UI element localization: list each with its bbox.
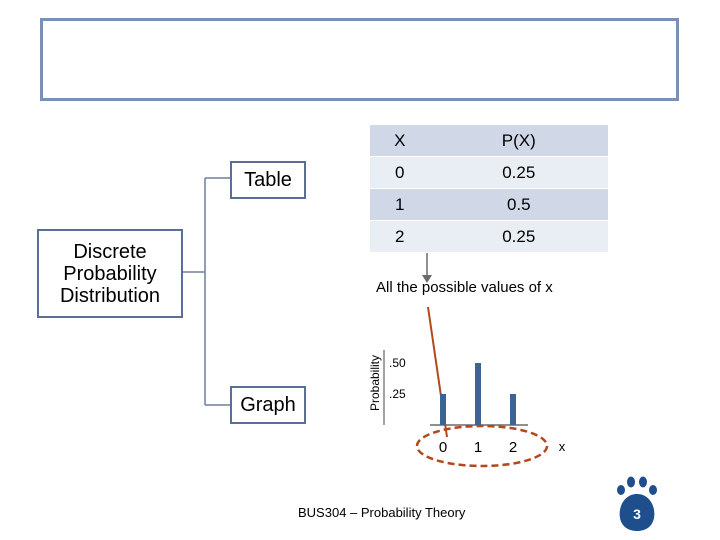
paw-logo-icon: 3 [617, 476, 657, 531]
cell-px: 0.25 [429, 156, 608, 189]
slide-number: 3 [633, 506, 641, 522]
x-tick-label: 1 [474, 439, 482, 456]
footer-text: BUS304 – Probability Theory [298, 505, 466, 520]
root-line-1: Discrete [73, 240, 147, 263]
y-tick-label: .25 [389, 387, 406, 401]
header-px: P(X) [429, 125, 608, 157]
cell-px: 0.25 [429, 220, 608, 253]
x-values-highlight [415, 424, 549, 468]
tree-connector [183, 177, 230, 406]
title-box [40, 18, 679, 101]
root-line-3: Distribution [59, 284, 161, 307]
header-x: X [370, 125, 430, 157]
root-line-2: Probability [63, 262, 157, 285]
x-tick-label: 2 [509, 439, 517, 456]
bar [440, 394, 446, 425]
y-tick-label: .50 [389, 356, 406, 370]
x-axis-label: x [559, 439, 566, 454]
table-row: 1 0.5 [370, 188, 608, 221]
bar [510, 394, 516, 425]
cell-x: 1 [370, 188, 430, 221]
table-node: Table [230, 161, 306, 199]
cell-px: 0.5 [429, 188, 608, 221]
table-header-row: X P(X) [370, 125, 608, 157]
probability-table: X P(X) 0 0.25 1 0.5 2 0.25 [370, 125, 608, 253]
values-caption: All the possible values of x [376, 279, 553, 296]
graph-node: Graph [230, 386, 306, 424]
x-tick-label: 0 [439, 439, 447, 456]
cell-x: 0 [370, 156, 430, 189]
table-row: 0 0.25 [370, 156, 608, 189]
table-arrow-head [422, 275, 432, 283]
bar [475, 363, 481, 425]
cell-x: 2 [370, 220, 430, 253]
table-row: 2 0.25 [370, 220, 608, 253]
root-node: Discrete Probability Distribution [37, 229, 183, 318]
